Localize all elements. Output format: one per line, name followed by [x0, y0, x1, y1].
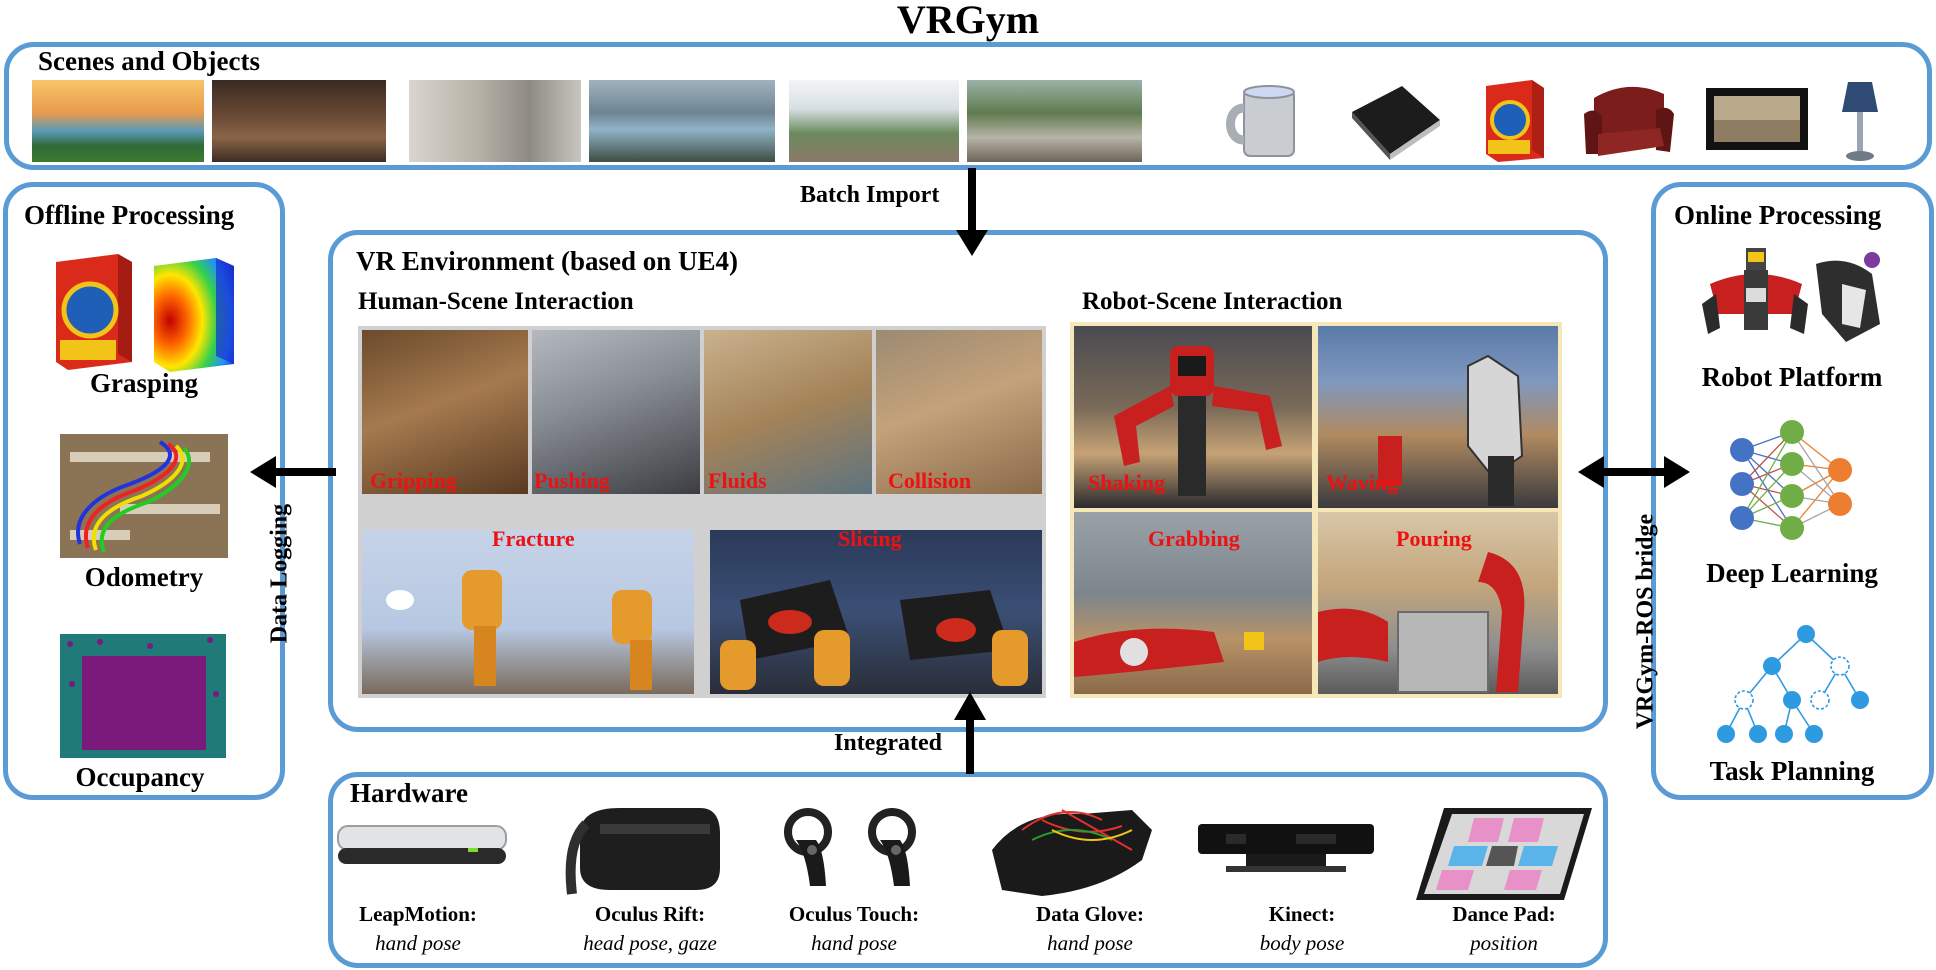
- hardware-title: Hardware: [350, 778, 468, 808]
- integrated-arrow: [954, 692, 986, 774]
- grasping-icon: [56, 254, 234, 372]
- ros-bridge-arrow: [1578, 456, 1690, 488]
- occupancy-icon: [60, 634, 226, 758]
- ros-bridge-label: VRGym-ROS bridge: [1632, 513, 1659, 730]
- main-title: VRGym: [896, 0, 1040, 42]
- fracture-label: Fracture: [492, 526, 575, 551]
- kinect-use: body pose: [1259, 931, 1345, 955]
- pushing-label: Pushing: [534, 468, 610, 493]
- integrated-label: Integrated: [834, 730, 942, 756]
- slicing-hands-icon: [720, 580, 1028, 690]
- robot-scene-title: Robot-Scene Interaction: [1082, 288, 1343, 315]
- scene-thumbnail-living-room: [212, 80, 386, 162]
- hardware-panel: [328, 772, 1608, 968]
- scene-thumbnail-kitchen: [409, 80, 581, 162]
- waving-label: Waving: [1326, 470, 1399, 495]
- odometry-icon: [60, 434, 228, 558]
- scene-thumbnail-pavilion: [789, 80, 959, 162]
- pouring-label: Pouring: [1396, 526, 1472, 551]
- deep-learning-label: Deep Learning: [1706, 558, 1878, 588]
- batch-import-arrow: [956, 168, 988, 256]
- grasping-label: Grasping: [89, 368, 199, 398]
- human-tile-fluids: [704, 330, 872, 494]
- human-tile-collision: [876, 330, 1042, 494]
- kinect-icon: [1198, 824, 1374, 872]
- human-scene-title: Human-Scene Interaction: [358, 288, 634, 315]
- cracker-box-icon: [1486, 80, 1544, 162]
- oculus-touch-caption: Oculus Touch: hand pose: [754, 900, 954, 958]
- dance-pad-name: Dance Pad:: [1452, 902, 1556, 926]
- book-icon: [1352, 86, 1440, 160]
- scene-thumbnail-atrium: [967, 80, 1142, 162]
- data-glove-name: Data Glove:: [1036, 902, 1144, 926]
- leapmotion-use: hand pose: [375, 931, 461, 955]
- oculus-touch-use: hand pose: [811, 931, 897, 955]
- scenes-objects-title: Scenes and Objects: [38, 46, 260, 76]
- mug-icon: [1226, 85, 1295, 157]
- fluids-label: Fluids: [708, 468, 767, 493]
- robot-platform-label: Robot Platform: [1701, 362, 1883, 392]
- armchair-icon: [1584, 86, 1674, 156]
- kinect-name: Kinect:: [1268, 902, 1336, 926]
- grabbing-arm-icon: [1074, 628, 1264, 677]
- picture-frame-icon: [1706, 88, 1808, 150]
- lamp-icon: [1842, 82, 1878, 161]
- occupancy-label: Occupancy: [75, 762, 205, 792]
- deep-learning-icon: [1730, 420, 1852, 540]
- dance-pad-use: position: [1470, 931, 1538, 955]
- offline-processing-title: Offline Processing: [24, 200, 235, 230]
- shaking-label: Shaking: [1088, 470, 1166, 495]
- oculus-rift-icon: [565, 808, 720, 895]
- data-logging-label: Data Logging: [266, 503, 293, 644]
- grabbing-label: Grabbing: [1148, 526, 1240, 551]
- fracture-hands-icon: [386, 570, 652, 690]
- oculus-rift-use: head pose, gaze: [583, 931, 717, 955]
- leapmotion-caption: LeapMotion: hand pose: [318, 900, 518, 958]
- task-planning-label: Task Planning: [1709, 756, 1875, 786]
- scene-thumbnail-lake: [32, 80, 204, 162]
- slicing-label: Slicing: [838, 526, 902, 551]
- batch-import-label: Batch Import: [800, 182, 940, 208]
- online-processing-title: Online Processing: [1674, 200, 1882, 230]
- vr-environment-title: VR Environment (based on UE4): [356, 246, 739, 276]
- human-tile-pushing: [532, 330, 700, 494]
- kinect-caption: Kinect: body pose: [1202, 900, 1402, 958]
- odometry-label: Odometry: [84, 562, 204, 592]
- data-glove-icon: [992, 809, 1152, 896]
- scene-thumbnail-valley: [589, 80, 775, 162]
- data-glove-caption: Data Glove: hand pose: [990, 900, 1190, 958]
- dance-pad-icon: [1416, 808, 1592, 900]
- oculus-rift-name: Oculus Rift:: [594, 902, 706, 926]
- waving-hand-icon: [1378, 354, 1524, 506]
- leapmotion-icon: [337, 825, 507, 864]
- task-planning-icon: [1717, 625, 1869, 743]
- gripping-label: Gripping: [370, 468, 457, 493]
- shaking-robot-icon: [1114, 346, 1282, 496]
- oculus-touch-icon: [784, 808, 916, 886]
- oculus-rift-caption: Oculus Rift: head pose, gaze: [550, 900, 750, 958]
- pouring-arm-icon: [1318, 552, 1525, 693]
- dance-pad-caption: Dance Pad: position: [1404, 900, 1604, 958]
- oculus-touch-name: Oculus Touch:: [788, 902, 920, 926]
- data-logging-arrow: [250, 456, 336, 488]
- data-glove-use: hand pose: [1047, 931, 1133, 955]
- leapmotion-name: LeapMotion:: [359, 902, 477, 926]
- human-tile-gripping: [362, 330, 528, 494]
- robot-platform-icon: [1702, 248, 1880, 342]
- collision-label: Collision: [888, 468, 972, 493]
